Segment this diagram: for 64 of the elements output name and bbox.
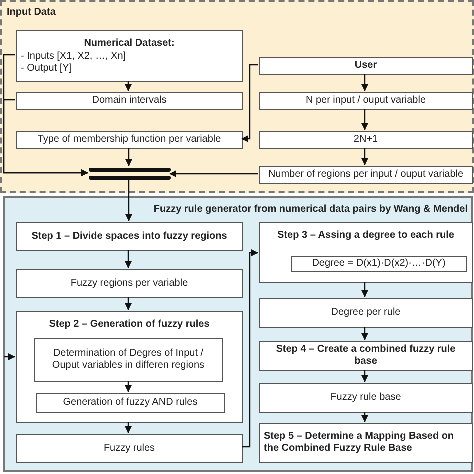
label: Domain intervals xyxy=(92,95,167,107)
arrow xyxy=(362,370,368,382)
arrow xyxy=(362,282,368,298)
label: Step 4 – Create a combined fuzzy rule base xyxy=(275,344,457,368)
arrow xyxy=(362,109,368,130)
process-box xyxy=(16,269,243,298)
process-box xyxy=(259,222,473,283)
process-box xyxy=(259,423,473,463)
arrow xyxy=(362,327,368,340)
step-heading: Step 3 – Assing a degree to each rule xyxy=(276,230,456,242)
arrow xyxy=(3,99,88,176)
merge-bar xyxy=(89,167,171,181)
label: N per input / ouput variable xyxy=(306,95,426,107)
generator-panel xyxy=(3,196,473,472)
label: 2N+1 xyxy=(354,134,378,146)
process-box xyxy=(259,166,473,184)
process-box xyxy=(259,341,473,371)
label: Step 1 – Divide spaces into fuzzy regions xyxy=(32,230,228,242)
arrow xyxy=(126,180,132,222)
process-box xyxy=(259,383,473,413)
panel-title: Fuzzy rule generator from numerical data pairs by Wang & Mendel xyxy=(154,204,468,216)
arrow xyxy=(362,412,368,422)
arrow xyxy=(4,354,16,360)
process-box xyxy=(259,92,473,110)
process-box xyxy=(16,222,243,251)
list-item: - Inputs [X1, X2, …, Xn] xyxy=(21,50,126,62)
label: Fuzzy rules xyxy=(104,442,156,454)
arrow xyxy=(125,250,132,268)
process-box xyxy=(259,57,473,75)
process-box xyxy=(16,30,243,82)
label: Degree = D(x1)·D(x2)·…·D(Y) xyxy=(312,258,446,270)
process-box xyxy=(259,298,473,328)
arrow xyxy=(362,74,368,92)
heading: Numerical Dataset: xyxy=(84,38,175,50)
arrow xyxy=(125,381,132,392)
arrow xyxy=(126,148,132,166)
label: Fuzzy regions per variable xyxy=(70,278,188,290)
panel-title: Input Data xyxy=(7,7,56,19)
label: User xyxy=(354,60,378,72)
label: Step 5 – Determine a Mapping Based on the Combined Fuzzy Rule Base xyxy=(264,431,456,455)
process-box xyxy=(16,311,243,423)
label: Determination of Degres of Input / Ouput variables in differen regions xyxy=(51,348,206,372)
label: Generation of fuzzy AND rules xyxy=(63,397,198,409)
process-box xyxy=(16,131,243,149)
list-item: - Output [Y] xyxy=(21,62,72,74)
label: Number of regions per input / ouput variable xyxy=(268,169,464,181)
arrow xyxy=(242,64,258,142)
label: Type of membership function per variable xyxy=(38,134,222,146)
arrow xyxy=(125,81,132,92)
arrow xyxy=(125,297,132,310)
input-panel xyxy=(0,0,474,193)
arrow xyxy=(170,170,258,178)
arrow xyxy=(242,250,258,448)
label: Degree per rule xyxy=(331,307,401,319)
process-box xyxy=(291,256,467,272)
process-box xyxy=(36,393,225,413)
process-box xyxy=(16,434,243,463)
process-box xyxy=(16,92,243,110)
process-box xyxy=(259,131,473,149)
process-box xyxy=(34,338,223,382)
step-heading: Step 2 – Generation of fuzzy rules xyxy=(48,319,211,331)
label: Fuzzy rule base xyxy=(330,392,402,404)
arrow xyxy=(362,148,368,166)
arrow xyxy=(125,422,132,434)
